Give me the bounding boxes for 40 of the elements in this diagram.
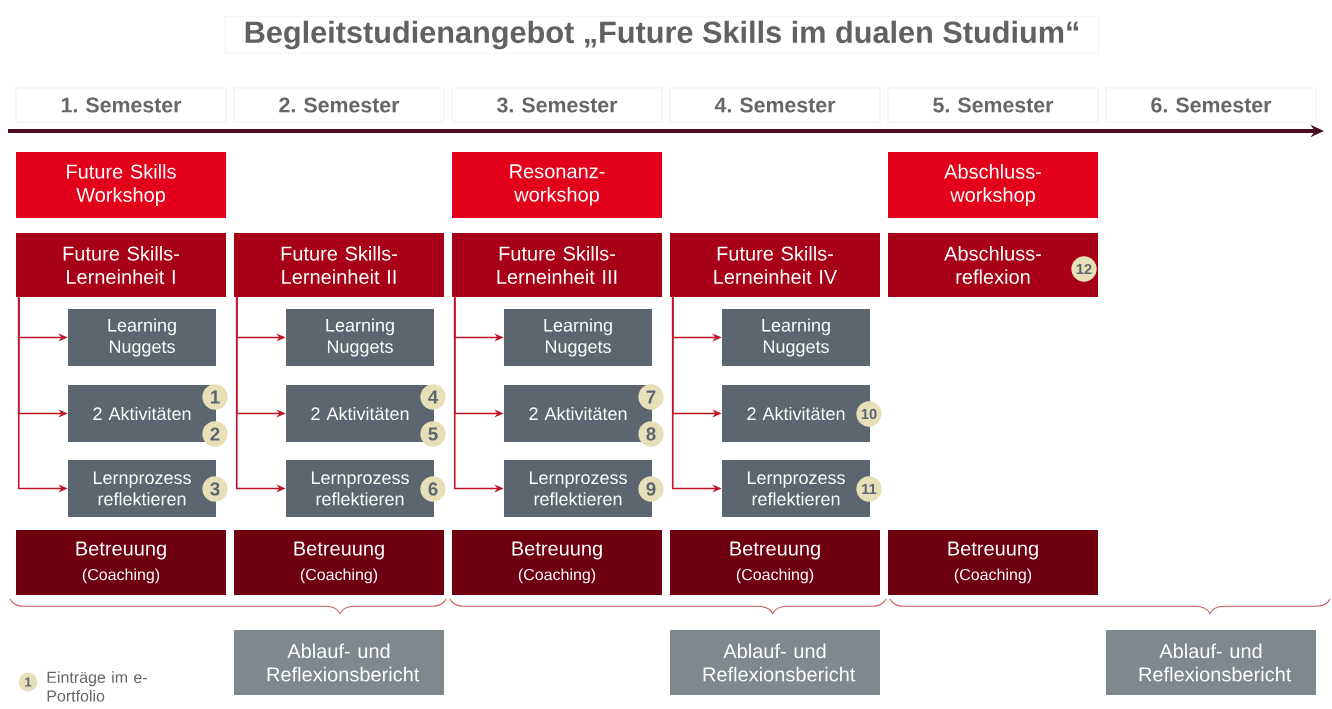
title: Begleitstudienangebot „Future Skills im dualen Studium“ <box>224 16 1100 54</box>
learning-unit-box: Future Skills- Lerneinheit IV <box>670 233 880 297</box>
coaching-box: Betreuung (Coaching) <box>234 530 444 595</box>
report-box: Ablauf- und Reflexionsbericht <box>234 630 444 695</box>
semester-header: 5. Semester <box>887 87 1099 123</box>
number-badge: 10 <box>856 401 882 427</box>
workshop-box: Future Skills Workshop <box>16 152 226 218</box>
legend-text: Einträge im e-Portfolio <box>47 671 147 702</box>
number-badge: 7 <box>638 384 664 410</box>
number-badge: 9 <box>638 476 664 502</box>
number-badge: 5 <box>420 421 446 447</box>
number-badge: 2 <box>202 421 228 447</box>
semester-header: 3. Semester <box>451 87 663 123</box>
report-box: Ablauf- und Reflexionsbericht <box>1106 630 1316 695</box>
coaching-box: Betreuung (Coaching) <box>670 530 880 595</box>
activity-box: Learning Nuggets <box>722 309 870 366</box>
learning-unit-box: Future Skills- Lerneinheit I <box>16 233 226 297</box>
semester-header: 2. Semester <box>233 87 445 123</box>
semester-header: 4. Semester <box>669 87 881 123</box>
number-badge: 8 <box>638 421 664 447</box>
coaching-box: Betreuung (Coaching) <box>452 530 662 595</box>
activity-box: Learning Nuggets <box>68 309 216 366</box>
learning-unit-box: Future Skills- Lerneinheit III <box>452 233 662 297</box>
number-badge: 4 <box>420 384 446 410</box>
legend-badge: 1 <box>18 672 38 692</box>
number-badge: 12 <box>1071 256 1097 282</box>
learning-unit-box: Future Skills- Lerneinheit II <box>234 233 444 297</box>
activity-box: Learning Nuggets <box>286 309 434 366</box>
number-badge: 11 <box>856 476 882 502</box>
coaching-box: Betreuung (Coaching) <box>888 530 1098 595</box>
report-box: Ablauf- und Reflexionsbericht <box>670 630 880 695</box>
number-badge: 3 <box>202 476 228 502</box>
workshop-box: Resonanz- workshop <box>452 152 662 218</box>
semester-header: 6. Semester <box>1105 87 1317 123</box>
semester-header: 1. Semester <box>15 87 227 123</box>
number-badge: 1 <box>202 384 228 410</box>
activity-box: Learning Nuggets <box>504 309 652 366</box>
workshop-box: Abschluss- workshop <box>888 152 1098 218</box>
coaching-box: Betreuung (Coaching) <box>16 530 226 595</box>
number-badge: 6 <box>420 476 446 502</box>
